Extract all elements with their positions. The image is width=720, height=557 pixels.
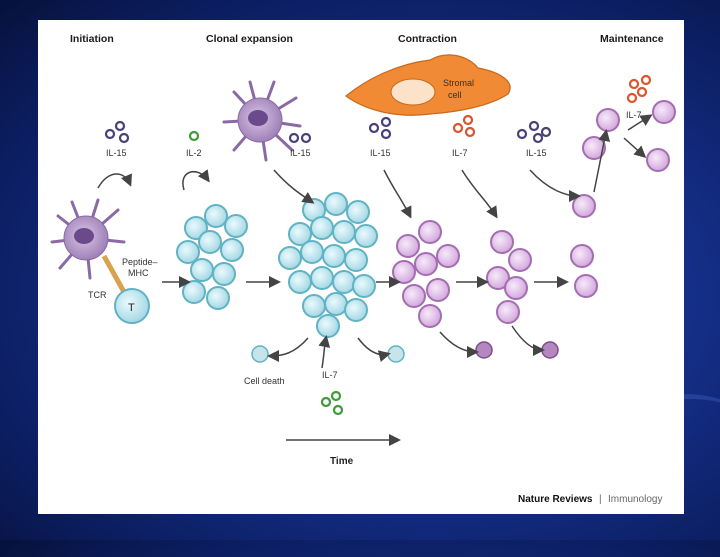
journal-name: Nature Reviews	[518, 494, 593, 505]
stage-clonal-expansion: Clonal expansion	[206, 33, 293, 45]
time-label: Time	[330, 456, 354, 467]
tcr-interaction: T Peptide– MHC TCR	[88, 254, 158, 324]
dendritic-cell-initiation	[50, 198, 126, 280]
il15-label-late: IL-15	[526, 148, 547, 158]
maintenance-cell-group	[570, 100, 676, 298]
journal-credit: Nature Reviews | Immunology	[518, 489, 662, 506]
stage-initiation: Initiation	[70, 33, 114, 45]
il7-label-maintenance: IL-7	[626, 110, 642, 120]
expanded-cell-mass	[278, 192, 378, 338]
dendritic-cell-expansion	[222, 80, 302, 162]
contraction-cell-group	[392, 220, 460, 328]
il2-label: IL-2	[186, 148, 202, 158]
peptide-label: Peptide–	[122, 257, 158, 267]
il15-label-contraction: IL-15	[370, 148, 391, 158]
stromal-label-2: cell	[448, 90, 462, 100]
il15-label-expansion: IL-15	[290, 148, 311, 158]
tcr-label: TCR	[88, 290, 107, 300]
stage-maintenance: Maintenance	[600, 33, 664, 45]
il7-cluster-bottom	[320, 390, 344, 416]
t-cell-label: T	[128, 302, 135, 314]
il7-cluster-maintenance	[626, 74, 652, 104]
il15-label-initiation: IL-15	[106, 148, 127, 158]
il15-cluster-initiation	[104, 120, 130, 144]
dying-cell-contraction	[475, 341, 559, 359]
il15-cluster-late	[516, 120, 552, 144]
mhc-label: MHC	[128, 268, 149, 278]
il7-cluster-contraction	[452, 114, 476, 138]
immunology-figure: Initiation Clonal expansion Contraction …	[38, 20, 684, 514]
cell-death-label: Cell death	[244, 376, 285, 386]
t-cell-dynamics-diagram: Initiation Clonal expansion Contraction …	[50, 33, 676, 506]
il7-label-bottom: IL-7	[322, 370, 338, 380]
naive-cell-group-a	[176, 204, 248, 310]
il7-label-contraction: IL-7	[452, 148, 468, 158]
il15-cluster-expansion	[288, 132, 312, 144]
credit-separator: |	[599, 494, 602, 505]
il2-particle	[188, 130, 200, 142]
il15-cluster-contraction	[368, 116, 392, 140]
stage-contraction: Contraction	[398, 33, 457, 45]
journal-section: Immunology	[608, 494, 662, 505]
stromal-cell: Stromal cell	[345, 54, 511, 116]
stromal-label-1: Stromal	[443, 78, 474, 88]
process-arrows	[97, 114, 653, 446]
contraction-cell-group-2	[486, 230, 532, 324]
